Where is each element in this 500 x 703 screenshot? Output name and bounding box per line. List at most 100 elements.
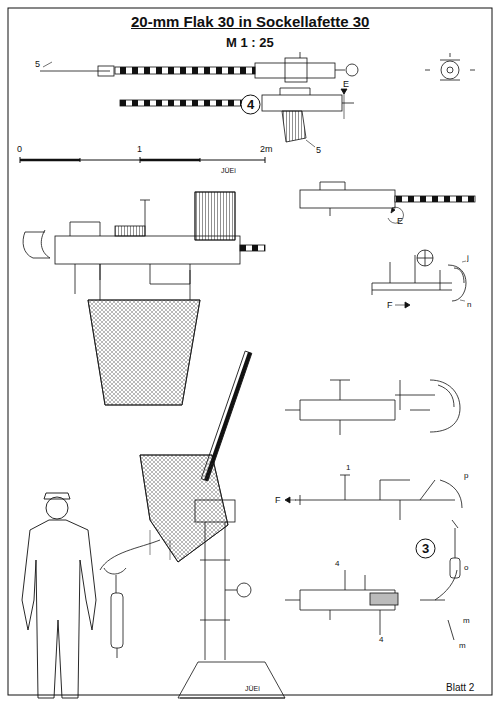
drawing-stroke [98, 66, 114, 76]
drawing-stroke [150, 264, 190, 284]
gun-side-view [120, 88, 354, 147]
drawing-stroke [195, 500, 235, 522]
gun-front-elevation [100, 351, 285, 698]
author-mark: JÜEi [245, 685, 260, 692]
gun-top-view [40, 52, 475, 82]
drawing-stroke [178, 662, 285, 698]
drawing-stroke [195, 192, 235, 240]
drawing-stroke [115, 67, 255, 74]
drawing-stroke [200, 522, 230, 660]
drawing-stroke [20, 157, 265, 163]
drawing-stroke [150, 530, 170, 560]
drawing-stroke [88, 300, 200, 405]
drawing-stroke [430, 380, 460, 432]
mount-plan-views [285, 380, 462, 640]
drawing-stroke [40, 71, 110, 72]
drawing-stroke [255, 63, 335, 78]
view-number-circle: 4 [240, 94, 261, 115]
callout-letter: m [459, 642, 466, 650]
drawing-stroke [120, 100, 250, 106]
callout-number: 4 [379, 636, 383, 644]
mount-detail-view [372, 250, 466, 308]
drawing-stroke [448, 265, 466, 301]
drawing-stroke [460, 261, 466, 301]
drawing-stroke [46, 497, 68, 519]
drawing-stroke [140, 159, 200, 162]
circle-outline [416, 539, 435, 558]
drawing-stroke [280, 88, 354, 103]
drawing-stroke [115, 226, 145, 236]
drawing-stroke [447, 67, 453, 73]
drawing-stroke [346, 64, 358, 76]
drawing-stroke [262, 95, 342, 111]
drawing-title: 20-mm Flak 30 in Sockellafette 30 [131, 14, 369, 29]
drawing-stroke [237, 583, 251, 597]
drawing-stroke [441, 61, 459, 79]
scale-number: 1 [137, 145, 142, 154]
drawing-stroke [420, 570, 457, 640]
view-arrow-label: E [343, 80, 349, 89]
drawing-stroke [330, 380, 435, 435]
drawing-stroke [417, 250, 433, 266]
drawing-stroke [180, 698, 285, 699]
callout-letter: n [467, 301, 471, 309]
drawing-stroke [282, 111, 306, 142]
callout-letter: o [464, 564, 468, 572]
drawing-stroke [372, 255, 452, 295]
drawing-stroke [300, 52, 345, 70]
receiver-view [300, 182, 475, 223]
circle-outline [241, 95, 260, 114]
view-number: 4 [240, 98, 261, 111]
drawing-stroke [285, 497, 290, 503]
drawing-stroke [285, 58, 307, 82]
drawing-stroke [43, 62, 52, 67]
sheet-number: Blatt 2 [446, 683, 474, 693]
callout-number: 5 [316, 146, 321, 155]
scale-note: M 1 : 25 [226, 36, 274, 49]
drawing-stroke [140, 455, 228, 562]
drawing-stroke [450, 558, 460, 578]
person-silhouette [22, 493, 96, 698]
callout-number: 4 [335, 560, 339, 568]
drawing-stroke [240, 245, 265, 251]
callout-number: 5 [35, 60, 40, 69]
gun-side-elevation [23, 192, 265, 405]
drawing-stroke [195, 192, 235, 240]
view-arrow-label: F [275, 496, 281, 505]
drawing-stroke [405, 302, 410, 308]
view-arrow-label: F [387, 301, 393, 310]
drawing-stroke [111, 593, 123, 648]
drawing-stroke [22, 520, 96, 698]
drawing-stroke [70, 200, 150, 294]
scale-bar [20, 157, 265, 163]
drawing-stroke [295, 475, 455, 520]
drawing-stroke [344, 93, 345, 119]
drawing-stroke [306, 140, 315, 147]
drawing-stroke [225, 590, 237, 591]
callout-letter: p [464, 472, 468, 480]
page-border [8, 8, 492, 695]
scale-number: 2m [260, 145, 273, 154]
drawing-stroke [300, 190, 395, 208]
view-arrow-label: E [397, 217, 403, 226]
callout-number: 1 [346, 464, 350, 472]
drawing-stroke [285, 400, 395, 420]
drawing-stroke [117, 648, 118, 658]
callout-letter: j [467, 254, 469, 262]
drawing-stroke [417, 250, 433, 266]
drawing-stroke [395, 305, 405, 306]
drawing-stroke [440, 480, 462, 558]
callout-letter: m [463, 617, 470, 625]
drawing-stroke [88, 300, 200, 405]
scale-number: 0 [17, 145, 22, 154]
drawing-stroke [320, 182, 345, 216]
drawing-stroke [140, 455, 228, 562]
view-number-circle: 3 [415, 538, 436, 559]
drawing-stroke [23, 230, 50, 258]
drawing-stroke [391, 208, 395, 213]
drawing-stroke [425, 53, 475, 80]
drawing-stroke [44, 493, 70, 499]
drawing-stroke [20, 159, 80, 162]
drawing-stroke [370, 593, 398, 605]
drawing-stroke [100, 540, 160, 593]
